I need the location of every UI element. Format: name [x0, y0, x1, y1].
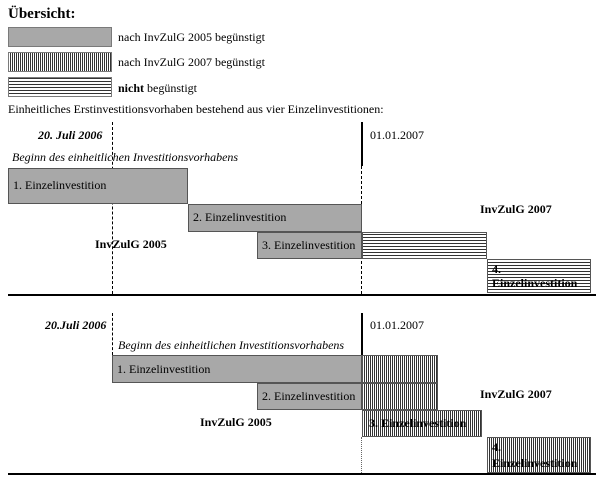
legend-label-nicht: nicht begünstigt	[118, 81, 197, 96]
d1-law-2005: InvZulG 2005	[95, 237, 167, 251]
legend-label-2005: nach InvZulG 2005 begünstigt	[118, 30, 265, 44]
legend-swatch-vertical	[8, 52, 112, 72]
d2-cutoff-marker-dotted	[361, 437, 362, 473]
d2-bar-inv1-2007	[362, 355, 438, 383]
d2-start-date: 20.Juli 2006	[45, 318, 107, 332]
d2-bar-inv4: 4. Einzelinvestition	[487, 437, 591, 473]
d2-bar-inv2-2007	[362, 383, 438, 410]
d1-bar-inv3-grey: 3. Einzelinvestition	[257, 232, 362, 259]
legend-swatch-grey	[8, 27, 112, 47]
legend-label-nicht-bold: nicht	[118, 81, 145, 95]
d1-inv1-label: 1. Einzelinvestition	[13, 178, 107, 192]
legend-swatch-horizontal	[8, 77, 112, 97]
d1-cutoff-marker-solid	[361, 122, 363, 166]
d1-bar-inv2: 2. Einzelinvestition	[188, 204, 362, 232]
d1-cutoff-date: 01.01.2007	[370, 128, 424, 142]
d2-start-marker	[112, 313, 113, 355]
d2-bar-inv1-grey: 1. Einzelinvestition	[112, 355, 362, 383]
d2-begin-label: Beginn des einheitlichen Investitionsvor…	[118, 338, 345, 352]
d1-bar-inv1: 1. Einzelinvestition	[8, 168, 188, 204]
legend-label-2007: nach InvZulG 2007 begünstigt	[118, 55, 265, 69]
d2-inv4-num: 4.	[492, 440, 501, 454]
d2-law-2005: InvZulG 2005	[200, 415, 272, 429]
d2-inv3-label: 3. Einzelinvestition	[369, 416, 467, 430]
description: Einheitliches Erstinvestitionsvorhaben b…	[8, 102, 384, 116]
legend-label-nicht-rest: begünstigt	[144, 81, 198, 95]
legend-title: Übersicht:	[8, 6, 76, 22]
d1-start-date: 20. Juli 2006	[38, 128, 103, 142]
d2-baseline	[8, 473, 596, 475]
d2-bar-inv3: 3. Einzelinvestition	[362, 410, 482, 437]
d2-cutoff-marker-solid	[361, 313, 363, 355]
d1-law-2007: InvZulG 2007	[480, 202, 552, 216]
d2-bar-inv2-grey: 2. Einzelinvestition	[257, 383, 362, 410]
d1-begin-label: Beginn des einheitlichen Investitionsvor…	[12, 150, 239, 164]
d1-bar-inv4: 4. Einzelinvestition	[487, 259, 591, 293]
d2-inv1-label: 1. Einzelinvestition	[117, 362, 211, 376]
d1-inv4-text: Einzelinvestition	[492, 276, 578, 290]
d1-inv3-label: 3. Einzelinvestition	[262, 238, 356, 252]
d1-bar-inv3-nicht	[362, 232, 487, 259]
d1-baseline	[8, 294, 596, 296]
d2-inv2-label: 2. Einzelinvestition	[262, 389, 356, 403]
d1-start-marker	[112, 122, 113, 294]
d2-law-2007: InvZulG 2007	[480, 387, 552, 401]
d1-inv2-label: 2. Einzelinvestition	[193, 210, 287, 224]
d1-inv4-num: 4.	[492, 262, 501, 276]
d2-inv4-text: Einzelinvestition	[492, 456, 578, 470]
d2-cutoff-date: 01.01.2007	[370, 318, 424, 332]
